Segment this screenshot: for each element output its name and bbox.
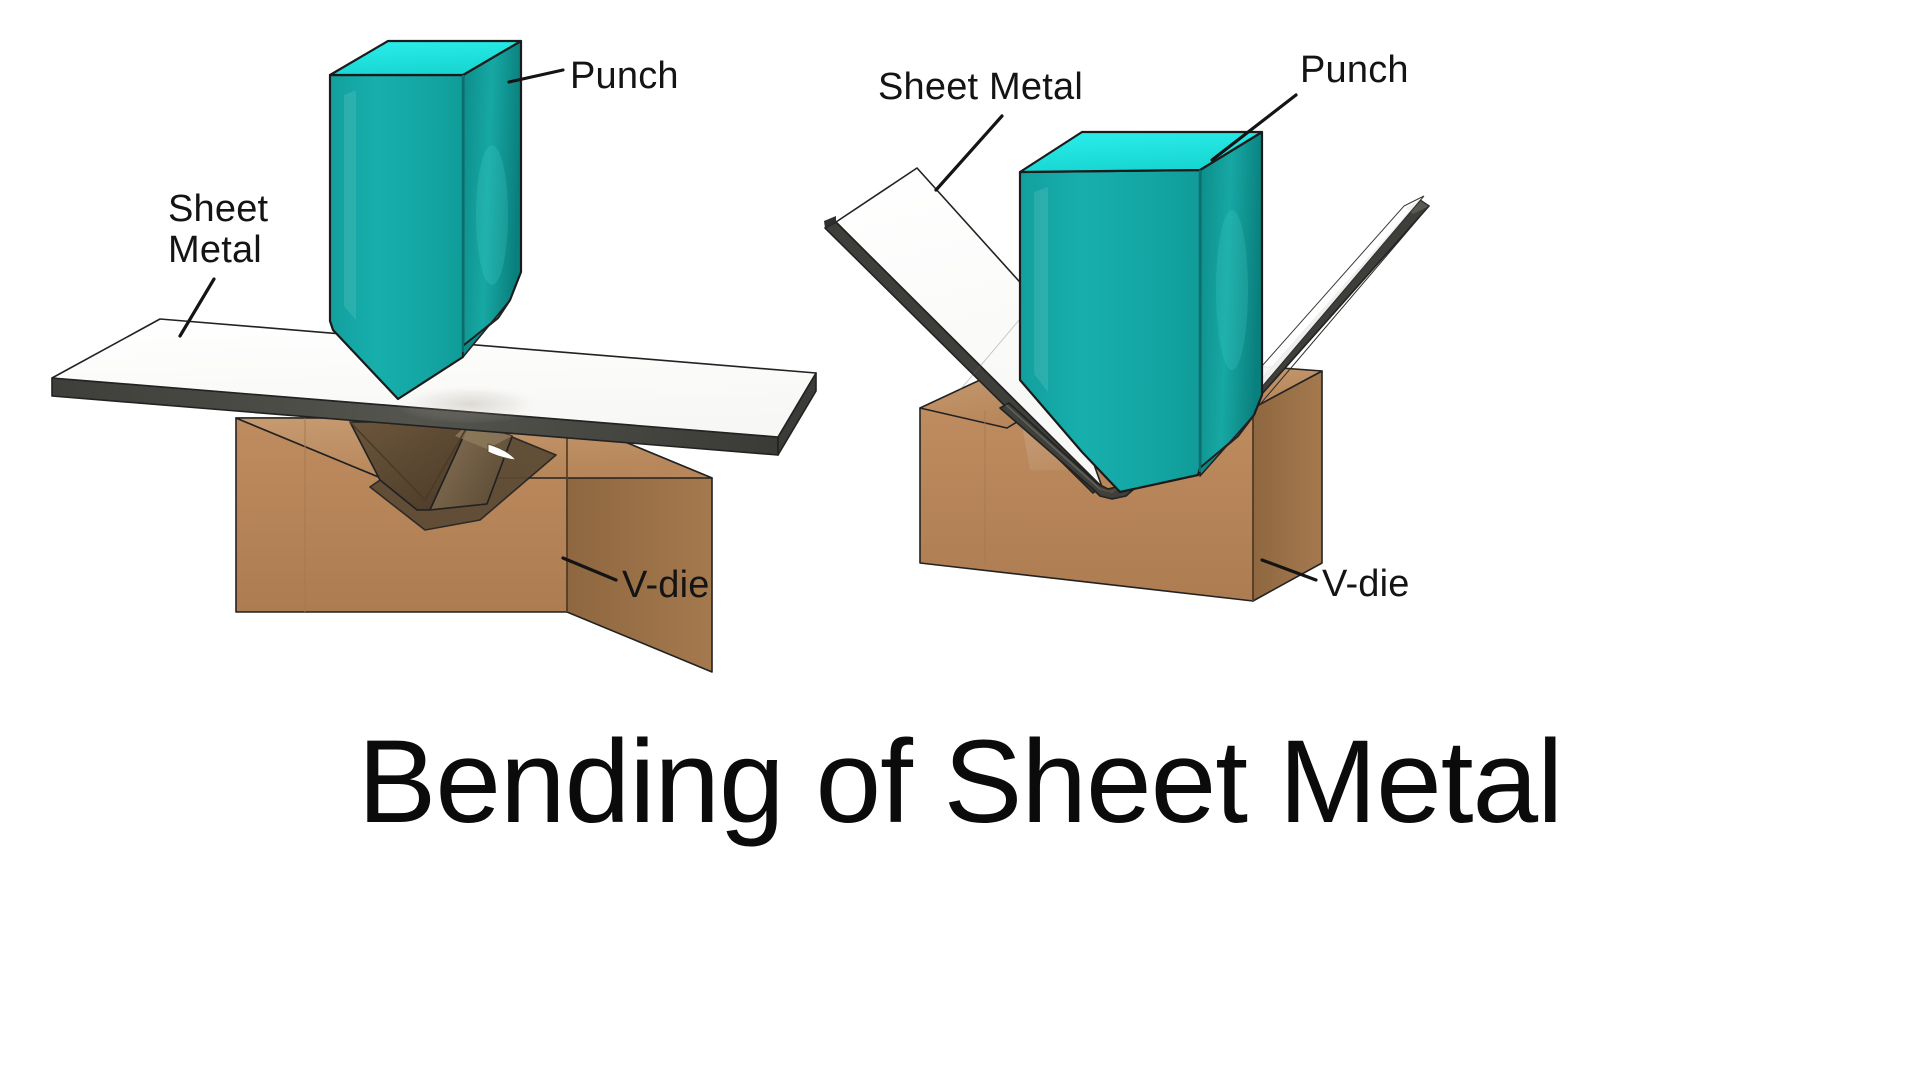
punch-side-specular (1216, 210, 1248, 370)
v-die-groove-trough (369, 436, 557, 531)
punch-right (1018, 130, 1264, 494)
label-punch-left: Punch (570, 55, 679, 97)
figure-after-bending: Sheet Metal Punch V-die (824, 49, 1430, 605)
punch-shadow-on-sheet (395, 384, 545, 424)
punch-front-specular (1034, 187, 1048, 392)
sheet-metal-leader-line (934, 114, 1004, 192)
punch-leader-line (1210, 93, 1298, 162)
sheet-left-flange-edge-cap (824, 216, 836, 228)
label-sheet-metal-left-line1: Sheet (168, 188, 269, 230)
punch-nose-side-bevel (1199, 414, 1255, 477)
sheet-metal-leader-line (178, 277, 216, 338)
label-punch-right: Punch (1300, 49, 1409, 91)
label-sheet-metal-right: Sheet Metal (878, 66, 1083, 108)
punch-front-specular (344, 90, 356, 320)
punch-left (328, 39, 523, 401)
labels-after-bending: Sheet Metal Punch V-die (878, 49, 1410, 605)
punch-nose-side-bevel (462, 299, 511, 358)
punch-top-face (328, 39, 523, 77)
sheet-metal-top-face (51, 318, 817, 438)
labels-before-bending: Punch Sheet Metal V-die (168, 55, 710, 606)
punch-leader-line (507, 68, 565, 84)
punch-side-specular (476, 145, 508, 285)
punch-top-face (1018, 130, 1264, 174)
figure-before-bending: Punch Sheet Metal V-die (51, 39, 817, 673)
sheet-metal-flat (51, 318, 817, 456)
v-die-leader-line (561, 556, 618, 582)
label-v-die-right: V-die (1322, 563, 1410, 605)
v-die-groove-gap (487, 443, 518, 461)
v-die-leader-line (1260, 558, 1318, 582)
v-die-groove-outline (349, 421, 471, 502)
page-title: Bending of Sheet Metal (358, 716, 1563, 848)
label-sheet-metal-left-line2: Metal (168, 229, 262, 271)
v-die-side-face (1252, 370, 1323, 602)
label-v-die-left: V-die (622, 564, 710, 606)
sheet-bend-radius (1097, 483, 1125, 493)
